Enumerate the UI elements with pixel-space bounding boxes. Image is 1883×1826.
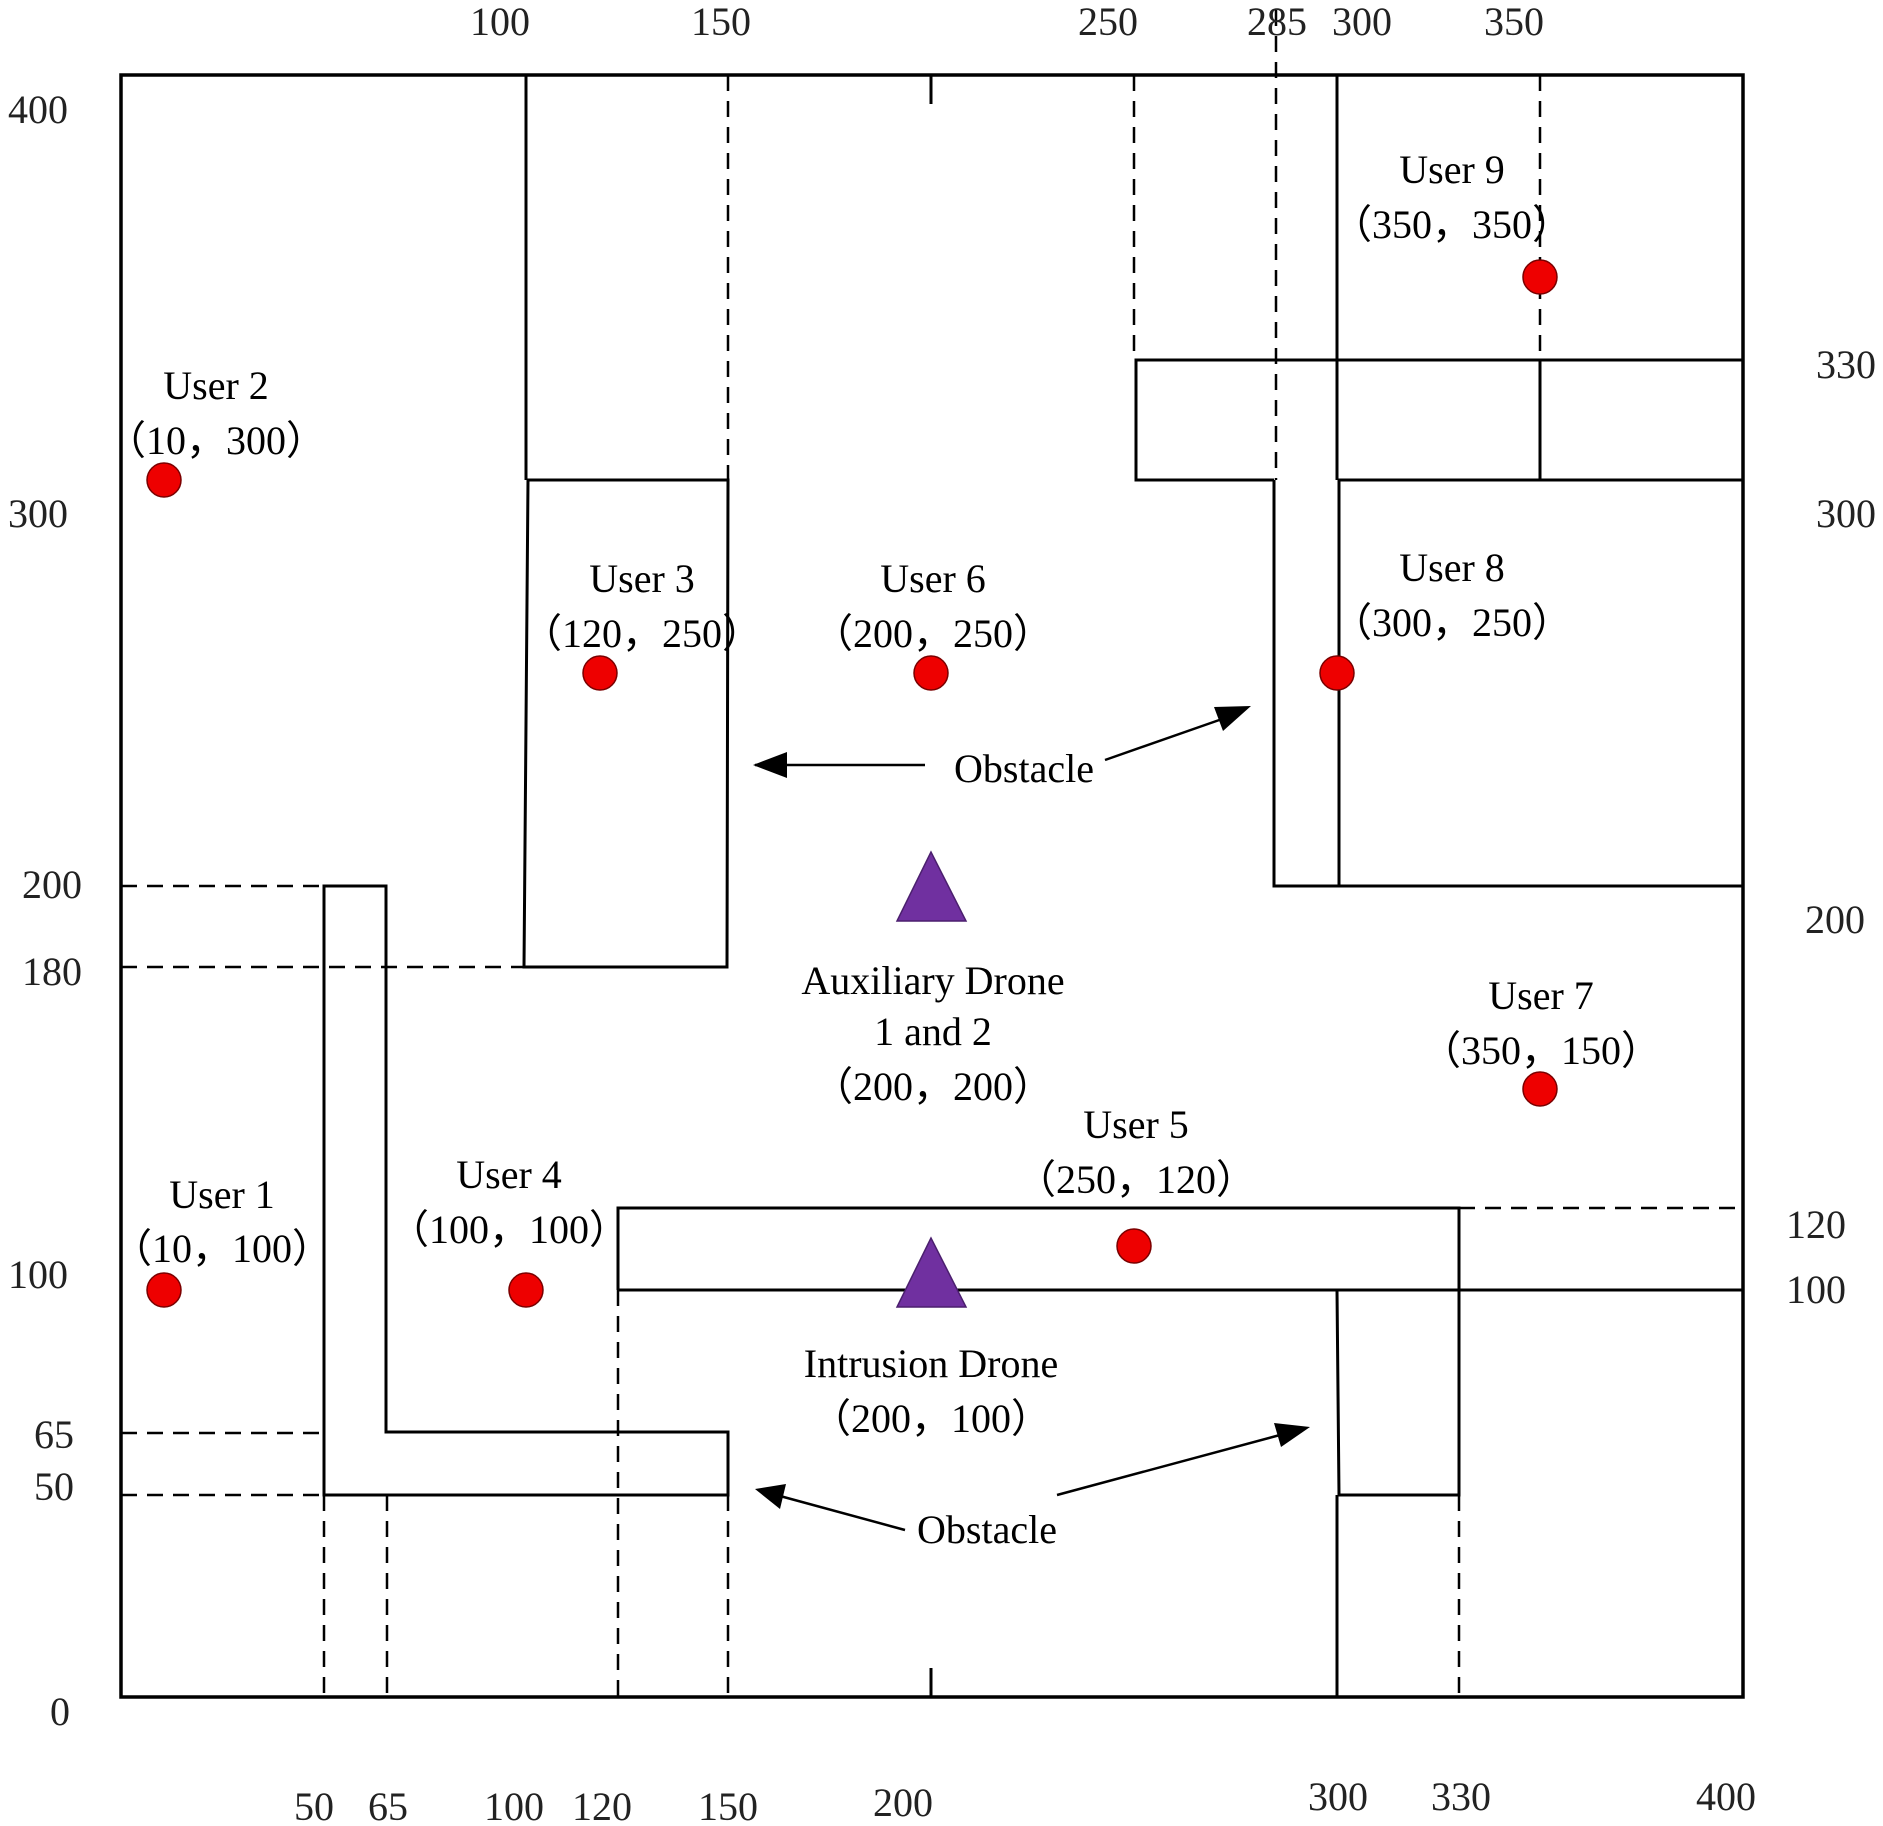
user-5-name: User 5 — [1083, 1102, 1189, 1147]
tick-label-left: 100 — [8, 1252, 68, 1297]
tick-label-left: 300 — [8, 491, 68, 536]
obstacle-arrows — [753, 706, 1310, 1532]
obstacle-label-lower: Obstacle — [917, 1507, 1057, 1552]
user-8-marker — [1319, 655, 1355, 691]
tick-label-top: 250 — [1078, 0, 1138, 44]
user-4: User 4 （100，100） — [389, 1152, 629, 1308]
user-2: User 2 （10，300） — [106, 363, 326, 498]
auxiliary-drone-coord: （200，200） — [813, 1064, 1053, 1109]
tick-label-bottom: 120 — [572, 1784, 632, 1826]
arrowhead-icon — [755, 1484, 786, 1509]
tick-label-left: 0 — [50, 1689, 70, 1734]
user-8: User 8 （300，250） — [1319, 545, 1572, 691]
tick-label-left: 400 — [8, 87, 68, 132]
tick-label-bottom: 200 — [873, 1780, 933, 1825]
user-1-marker — [146, 1272, 182, 1308]
arrow-lower-right — [1056, 1433, 1281, 1497]
tick-label-top: 350 — [1484, 0, 1544, 44]
user-3-marker — [582, 655, 618, 691]
user-4-marker — [508, 1272, 544, 1308]
arrowhead-icon — [1274, 1423, 1310, 1447]
user-9-marker — [1522, 259, 1558, 295]
intrusion-drone-coord: （200，100） — [811, 1396, 1051, 1441]
arrowhead-icon — [1214, 706, 1251, 731]
user-1-coord: （10，100） — [112, 1226, 332, 1271]
user-6: User 6 （200，250） — [813, 556, 1053, 691]
auxiliary-drone: Auxiliary Drone 1 and 2 （200，200） — [801, 850, 1065, 1109]
tick-label-right: 300 — [1816, 491, 1876, 536]
user-7-marker — [1522, 1071, 1558, 1107]
right-tick-labels: 330 300 200 120 100 — [1786, 342, 1876, 1312]
obstacle-rect-upper-left — [522, 478, 730, 969]
obstacle-label-upper: Obstacle — [954, 746, 1094, 791]
auxiliary-drone-triangle-icon — [895, 850, 968, 922]
user-3-name: User 3 — [589, 556, 695, 601]
guide-lines — [121, 10, 1743, 1697]
user-6-coord: （200，250） — [813, 611, 1053, 656]
arrow-lower-left — [779, 1494, 906, 1532]
bottom-tick-labels: 50 65 100 120 150 200 300 330 400 — [294, 1774, 1756, 1826]
intrusion-drone-triangle-icon — [895, 1236, 968, 1308]
user-8-coord: （300，250） — [1332, 600, 1572, 645]
user-5-marker — [1116, 1228, 1152, 1264]
left-tick-labels: 400 300 200 180 100 65 50 0 — [8, 87, 82, 1734]
user-8-name: User 8 — [1399, 545, 1505, 590]
obstacles — [322, 75, 1743, 1697]
user-2-name: User 2 — [163, 363, 269, 408]
intrusion-drone: Intrusion Drone （200，100） — [804, 1236, 1058, 1441]
user-9-coord: （350，350） — [1332, 202, 1572, 247]
user-1-name: User 1 — [169, 1172, 275, 1217]
tick-label-left: 180 — [22, 949, 82, 994]
user-6-marker — [913, 655, 949, 691]
user-3: User 3 （120，250） — [522, 556, 762, 691]
tick-label-right: 330 — [1816, 342, 1876, 387]
tick-label-left: 65 — [34, 1412, 74, 1457]
user-4-name: User 4 — [456, 1152, 562, 1197]
user-7: User 7 （350，150） — [1421, 973, 1661, 1107]
user-5: User 5 （250，120） — [1016, 1102, 1256, 1264]
tick-label-right: 100 — [1786, 1267, 1846, 1312]
tick-label-bottom: 100 — [484, 1784, 544, 1826]
user-3-coord: （120，250） — [522, 611, 762, 656]
tick-label-top: 100 — [470, 0, 530, 44]
user-7-coord: （350，150） — [1421, 1028, 1661, 1073]
tick-label-bottom: 300 — [1308, 1774, 1368, 1819]
user-7-name: User 7 — [1488, 973, 1594, 1018]
arrow-upper-right — [1104, 716, 1226, 762]
arrowhead-icon — [753, 752, 787, 778]
user-4-coord: （100，100） — [389, 1207, 629, 1252]
tick-label-top: 150 — [691, 0, 751, 44]
tick-label-right: 120 — [1786, 1202, 1846, 1247]
top-tick-labels: 100 150 250 285 300 350 — [470, 0, 1544, 44]
tick-label-bottom: 400 — [1696, 1774, 1756, 1819]
tick-label-top: 300 — [1332, 0, 1392, 44]
user-2-coord: （10，300） — [106, 418, 326, 463]
tick-label-top: 285 — [1247, 0, 1307, 44]
tick-label-bottom: 50 — [294, 1784, 334, 1826]
auxiliary-drone-label-line1: Auxiliary Drone — [801, 958, 1064, 1003]
tick-label-bottom: 65 — [368, 1784, 408, 1826]
tick-label-bottom: 330 — [1431, 1774, 1491, 1819]
user-2-marker — [146, 462, 182, 498]
user-6-name: User 6 — [880, 556, 986, 601]
auxiliary-drone-label-line2: 1 and 2 — [874, 1009, 992, 1054]
intrusion-drone-label: Intrusion Drone — [804, 1341, 1058, 1386]
user-1: User 1 （10，100） — [112, 1172, 332, 1308]
user-9-name: User 9 — [1399, 147, 1505, 192]
tick-label-left: 200 — [22, 862, 82, 907]
obstacle-l-shape — [322, 884, 730, 1497]
tick-label-right: 200 — [1805, 897, 1865, 942]
tick-label-left: 50 — [34, 1464, 74, 1509]
user-5-coord: （250，120） — [1016, 1157, 1256, 1202]
user-9: User 9 （350，350） — [1332, 147, 1572, 295]
tick-label-bottom: 150 — [698, 1784, 758, 1826]
